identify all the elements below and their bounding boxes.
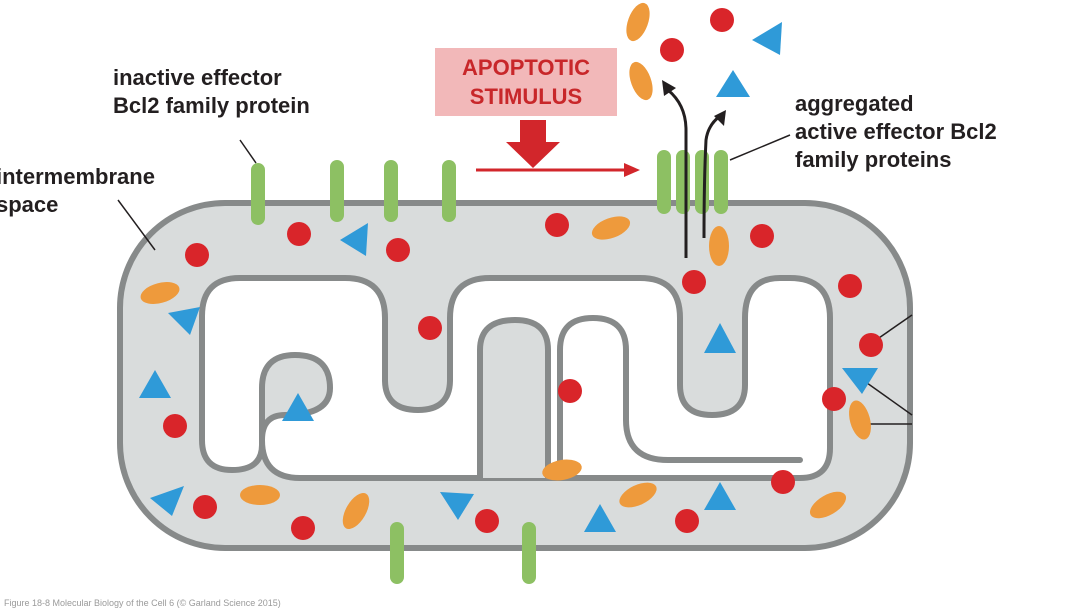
orange-oval-molecule [709, 226, 729, 266]
release-arrow-path [667, 88, 688, 258]
red-circle-molecule [838, 274, 862, 298]
intermembrane-label-line-1: intermembrane [0, 164, 155, 189]
red-molecules [163, 8, 883, 540]
orange-oval-molecule [542, 459, 582, 481]
green-protein-bar [695, 150, 709, 214]
arrowhead-icon [624, 163, 640, 177]
aggregated-label-line-3: family proteins [795, 147, 952, 172]
crista-fold [557, 314, 803, 481]
red-circle-molecule [558, 379, 582, 403]
inactive-effector-proteins [251, 160, 536, 584]
orange-oval-molecule [140, 282, 180, 304]
red-circle-molecule [163, 414, 187, 438]
red-circle-molecule [771, 470, 795, 494]
stimulus-line-2: STIMULUS [469, 84, 583, 109]
intermembrane-label-line-2: space [0, 192, 59, 217]
blue-triangle-molecule [139, 370, 171, 398]
orange-oval-molecule [809, 491, 847, 519]
blue-triangle-molecule [704, 482, 736, 510]
inactive-label-line-2: Bcl2 family protein [113, 93, 310, 118]
leader-lines [117, 134, 913, 425]
blue-triangle-molecule [168, 307, 200, 335]
green-protein-bar [384, 160, 398, 222]
leader-line [875, 314, 913, 341]
orange-oval-molecule [629, 61, 653, 101]
intermembrane-space-label: intermembrane space [0, 163, 155, 219]
red-circle-molecule [475, 509, 499, 533]
red-circle-molecule [287, 222, 311, 246]
orange-oval-molecule [849, 400, 871, 440]
blue-triangle-molecule [752, 22, 782, 55]
red-circle-molecule [859, 333, 883, 357]
red-circle-molecule [185, 243, 209, 267]
blue-triangle-molecule [282, 393, 314, 421]
figure-caption: Figure 18-8 Molecular Biology of the Cel… [4, 598, 281, 608]
red-circle-molecule [682, 270, 706, 294]
green-protein-bar [714, 150, 728, 214]
stimulus-down-arrow [506, 120, 560, 168]
blue-triangle-molecule [704, 323, 736, 353]
crista-fold-2 [477, 316, 551, 478]
red-circle-molecule [291, 516, 315, 540]
red-circle-molecule [386, 238, 410, 262]
orange-oval-molecule [619, 482, 657, 508]
inactive-effector-label: inactive effector Bcl2 family protein [113, 64, 310, 120]
red-circle-molecule [675, 509, 699, 533]
blue-triangle-molecule [440, 492, 474, 520]
blue-triangle-molecule [150, 486, 184, 516]
apoptotic-stimulus-box: APOPTOTIC STIMULUS [435, 48, 617, 116]
orange-oval-molecule [240, 485, 280, 505]
blue-triangle-molecule [842, 368, 878, 394]
blue-molecules [139, 22, 878, 532]
orange-oval-molecule [626, 2, 650, 42]
blue-triangle-molecule [584, 504, 616, 532]
green-protein-bar [657, 150, 671, 214]
red-circle-molecule [710, 8, 734, 32]
red-circle-molecule [418, 316, 442, 340]
blue-triangle-molecule [340, 223, 368, 256]
aggregated-effector-label: aggregated active effector Bcl2 family p… [795, 90, 997, 174]
release-arrows [667, 88, 721, 258]
red-circle-molecule [660, 38, 684, 62]
arrowhead-icon [662, 80, 676, 96]
green-protein-bar [251, 163, 265, 225]
green-protein-bar [330, 160, 344, 222]
orange-oval-molecule [342, 492, 370, 530]
leader-line [729, 134, 791, 161]
red-circle-molecule [822, 387, 846, 411]
red-circle-molecule [545, 213, 569, 237]
leader-line [859, 377, 913, 416]
arrowhead-icon [714, 110, 726, 126]
leader-line [117, 199, 156, 251]
red-circle-molecule [750, 224, 774, 248]
leader-line [239, 139, 257, 164]
green-protein-bar [390, 522, 404, 584]
orange-oval-molecule [591, 216, 631, 240]
orange-molecules [140, 2, 871, 530]
stimulus-line-1: APOPTOTIC [462, 55, 590, 80]
red-circle-molecule [193, 495, 217, 519]
inactive-label-line-1: inactive effector [113, 65, 282, 90]
aggregated-label-line-1: aggregated [795, 91, 914, 116]
blue-triangle-molecule [716, 70, 750, 97]
green-protein-bar [442, 160, 456, 222]
green-protein-bar [676, 150, 690, 214]
green-protein-bar [522, 522, 536, 584]
release-arrow-path [702, 114, 721, 239]
aggregated-label-line-2: active effector Bcl2 [795, 119, 997, 144]
